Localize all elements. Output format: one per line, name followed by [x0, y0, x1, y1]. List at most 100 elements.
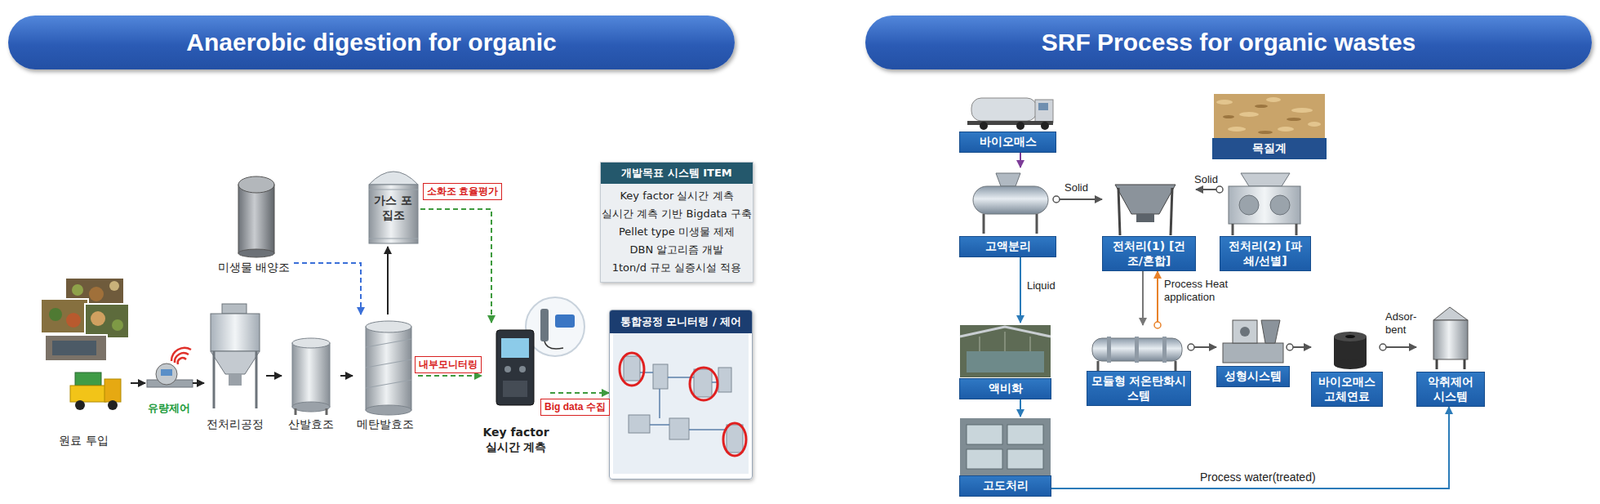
pelletizer: [1232, 320, 1258, 343]
equipment-label: 원료 투입: [36, 273, 131, 448]
dryer-mixer: [1115, 184, 1176, 214]
acid-fermenter: [292, 342, 330, 407]
methane-fermenter: [365, 320, 412, 415]
sensor-kit: [555, 314, 575, 328]
wireless-signal: [174, 352, 189, 363]
monitor-screen: [693, 368, 712, 397]
item-line: DBN 알고리즘 개발: [600, 240, 753, 259]
picture-space: [959, 167, 1057, 236]
wireless-signal: [171, 347, 192, 361]
food-waste-photos: [44, 334, 107, 361]
monitor-screen: [669, 417, 689, 440]
solid-fuel: [1345, 334, 1356, 338]
connector: [130, 382, 146, 384]
port-circle: [1154, 321, 1161, 329]
advanced-treatment-plant: [960, 417, 1051, 476]
culture-tank: [238, 248, 275, 258]
picture-space: [959, 322, 1052, 378]
equipment-label: 미생물 배양조: [213, 169, 294, 275]
equipment-label: 유량제어: [145, 351, 193, 416]
dryer-mixer: [1118, 187, 1120, 236]
carbonizer: [1106, 336, 1112, 363]
node-label: 유량제어: [145, 401, 193, 416]
edge-label: Process water(treated): [1200, 470, 1316, 485]
process-box: 고액분리: [959, 167, 1057, 258]
gas-holder: [368, 171, 418, 185]
acid-fermenter: [325, 408, 329, 415]
tank-truck: [1035, 99, 1054, 123]
toy-truck: [75, 372, 102, 386]
picture-space: [1219, 167, 1312, 236]
picture-space: [145, 351, 193, 402]
connector: [1019, 399, 1022, 418]
connector: [1156, 271, 1159, 325]
item-line: 1ton/d 규모 실증시설 적용: [600, 258, 753, 277]
tank-truck: [1038, 102, 1049, 111]
odor-scrubber: [1433, 306, 1468, 320]
solid-fuel: [1333, 331, 1367, 342]
wood-chips: [1257, 130, 1273, 134]
dryer-mixer: [1170, 187, 1173, 236]
panel-title: Anaerobic digestion for organic: [186, 28, 556, 57]
pretreatment-unit: [213, 351, 216, 409]
connectors: [130, 152, 1449, 489]
picture-space: [959, 416, 1052, 476]
edge-label: 소화조 효율평가: [422, 182, 503, 200]
food-waste-photos: [84, 303, 129, 338]
crusher: [1228, 173, 1301, 236]
advanced-treatment-plant: [966, 424, 1003, 445]
connector: [1142, 271, 1144, 325]
wood-chips: [1213, 93, 1325, 138]
picture-space: [352, 314, 418, 417]
food-waste-photos: [90, 311, 106, 326]
process-box: 바이오매스 고체연료: [1311, 322, 1383, 407]
node-label: 액비화: [959, 377, 1052, 400]
liquid-fertilizer-plant: [979, 331, 1031, 352]
food-waste-photos: [109, 280, 120, 291]
equipment-label: Key factor 실시간 계측: [481, 322, 551, 454]
monitor-screen: [628, 414, 650, 433]
monitor-screen: [688, 428, 727, 431]
process-box: 악취제어 시스템: [1416, 302, 1485, 407]
connector: [550, 391, 609, 394]
separator: [1035, 213, 1039, 234]
separator: [982, 213, 986, 234]
carbonizer: [1134, 336, 1139, 363]
wood-chips: [1266, 97, 1281, 103]
wood-chips: [1277, 126, 1294, 132]
methane-fermenter: [365, 359, 412, 368]
connector: [1382, 346, 1417, 348]
monitor-panel: 통합공정 모니터링 / 제어: [608, 309, 753, 480]
flowmeter: [146, 363, 193, 387]
carbonizer: [1097, 360, 1100, 371]
separator: [973, 173, 1049, 234]
edge-label: Adsor-bent: [1385, 310, 1422, 338]
process-box: 목질계: [1212, 92, 1327, 160]
equipment-label: 전처리공정: [204, 302, 267, 432]
process-box: 성형시스템: [1216, 310, 1290, 387]
tank-truck: [967, 97, 1054, 130]
tank-truck: [971, 97, 1037, 121]
wood-chips: [1307, 121, 1321, 127]
carbonizer: [1106, 336, 1167, 363]
pretreatment-unit: [228, 373, 242, 386]
node-label: 고액분리: [959, 235, 1057, 258]
odor-scrubber: [1433, 320, 1468, 360]
item-line: Pellet type 미생물 제제: [600, 222, 753, 241]
monitor-screen: [689, 367, 718, 400]
edge-label: Big data 수집: [540, 398, 610, 416]
equipment-label: 산발효조: [281, 333, 341, 432]
picture-space: [1086, 324, 1192, 371]
title-band: SRF Process for organic wastes: [865, 15, 1592, 70]
monitor-screen: [619, 352, 747, 456]
wood-chips: [1254, 104, 1268, 108]
culture-tank: [238, 184, 275, 254]
advanced-treatment-plant: [1007, 424, 1044, 445]
food-waste-photos: [88, 286, 104, 302]
liquid-fertilizer-plant: [1004, 331, 1006, 352]
sensor-kit: [525, 297, 585, 356]
pretreatment-unit: [222, 303, 247, 314]
edge-label: Process Heat application: [1164, 277, 1254, 305]
tank-truck: [1016, 121, 1025, 130]
wood-chips: [1239, 111, 1259, 117]
